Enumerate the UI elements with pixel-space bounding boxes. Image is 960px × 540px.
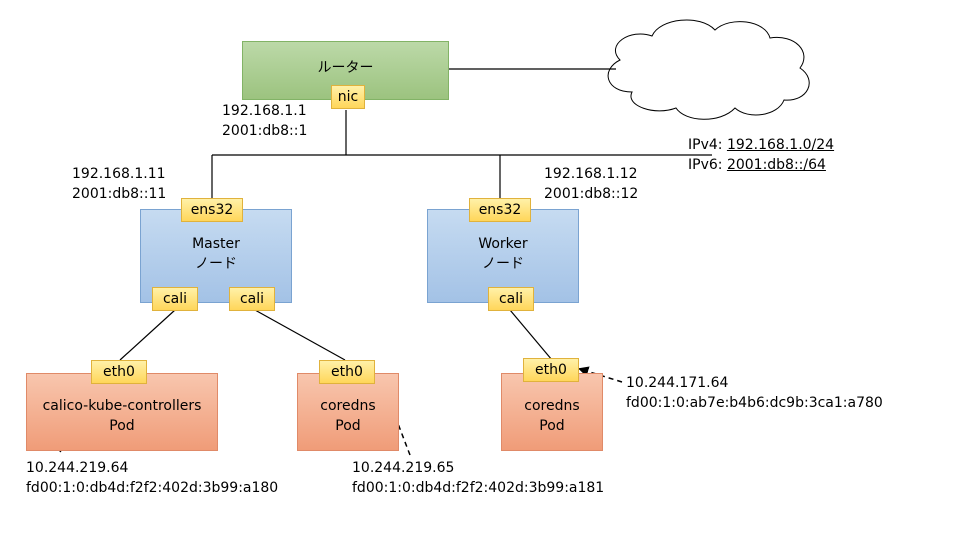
router-ipv4: 192.168.1.1 <box>222 103 307 119</box>
pod-2-ipv6: fd00:1:0:db4d:f2f2:402d:3b99:a181 <box>352 480 605 496</box>
pod-3-ipv4: 10.244.171.64 <box>626 375 729 391</box>
master-subtitle: ノード <box>195 256 237 272</box>
pod-coredns-worker: coredns Pod <box>501 373 603 451</box>
pod-1-ipv6: fd00:1:0:db4d:f2f2:402d:3b99:a180 <box>26 480 279 496</box>
router-ipv6: 2001:db8::1 <box>222 123 308 139</box>
pod-2-type: Pod <box>335 418 361 434</box>
pod-calico-kube-controllers: calico-kube-controllers Pod <box>26 373 218 451</box>
master-ipv4: 192.168.1.11 <box>72 166 166 182</box>
pod-3-eth0: eth0 <box>523 358 579 382</box>
worker-subtitle: ノード <box>482 256 524 272</box>
pod-2-ipv4: 10.244.219.65 <box>352 460 455 476</box>
pod-1-eth0-label: eth0 <box>103 364 135 380</box>
worker-title: Worker <box>478 236 528 252</box>
worker-ipv4: 192.168.1.12 <box>544 166 638 182</box>
master-ipv6: 2001:db8::11 <box>72 186 167 202</box>
pod-3-ipv6: fd00:1:0:ab7e:b4b6:dc9b:3ca1:a780 <box>626 395 883 411</box>
cloud-icon <box>607 19 810 120</box>
pod-3-type: Pod <box>539 418 565 434</box>
cali-eth0-link-2 <box>254 309 346 361</box>
master-title: Master <box>192 236 240 252</box>
pod-2-eth0: eth0 <box>319 360 375 384</box>
pod-2-name: coredns <box>320 398 376 414</box>
router-nic: nic <box>331 85 365 109</box>
router-nic-label: nic <box>337 89 359 105</box>
network-ipv4: IPv4: 192.168.1.0/24 <box>688 135 834 155</box>
network-ipv6-prefix: IPv6: <box>688 157 727 173</box>
pod-1-type: Pod <box>109 418 135 434</box>
master-ens32-label: ens32 <box>190 202 234 218</box>
worker-cali: cali <box>488 287 534 311</box>
master-cali-1-label: cali <box>162 291 188 307</box>
router-label: ルーター <box>317 60 374 76</box>
worker-ens32-label: ens32 <box>478 202 522 218</box>
worker-ens32: ens32 <box>469 198 531 222</box>
master-cali-1: cali <box>152 287 198 311</box>
network-ipv4-prefix: IPv4: <box>688 137 727 153</box>
network-ipv4-value: 192.168.1.0/24 <box>726 137 835 153</box>
cali-eth0-link-1 <box>119 309 176 361</box>
master-ens32: ens32 <box>181 198 243 222</box>
master-cali-2-label: cali <box>239 291 265 307</box>
pod-1-eth0: eth0 <box>91 360 147 384</box>
pod-1-name: calico-kube-controllers <box>42 398 202 414</box>
network-ipv6: IPv6: 2001:db8::/64 <box>688 155 826 175</box>
cali-eth0-link-3 <box>509 309 553 361</box>
pod-2-eth0-label: eth0 <box>331 364 363 380</box>
pod-3-eth0-label: eth0 <box>535 362 567 378</box>
pod-3-name: coredns <box>524 398 580 414</box>
master-cali-2: cali <box>229 287 275 311</box>
worker-ipv6: 2001:db8::12 <box>544 186 639 202</box>
pod-1-ipv4: 10.244.219.64 <box>26 460 129 476</box>
pod-coredns-master: coredns Pod <box>297 373 399 451</box>
network-ipv6-value: 2001:db8::/64 <box>726 157 826 173</box>
worker-cali-label: cali <box>498 291 524 307</box>
